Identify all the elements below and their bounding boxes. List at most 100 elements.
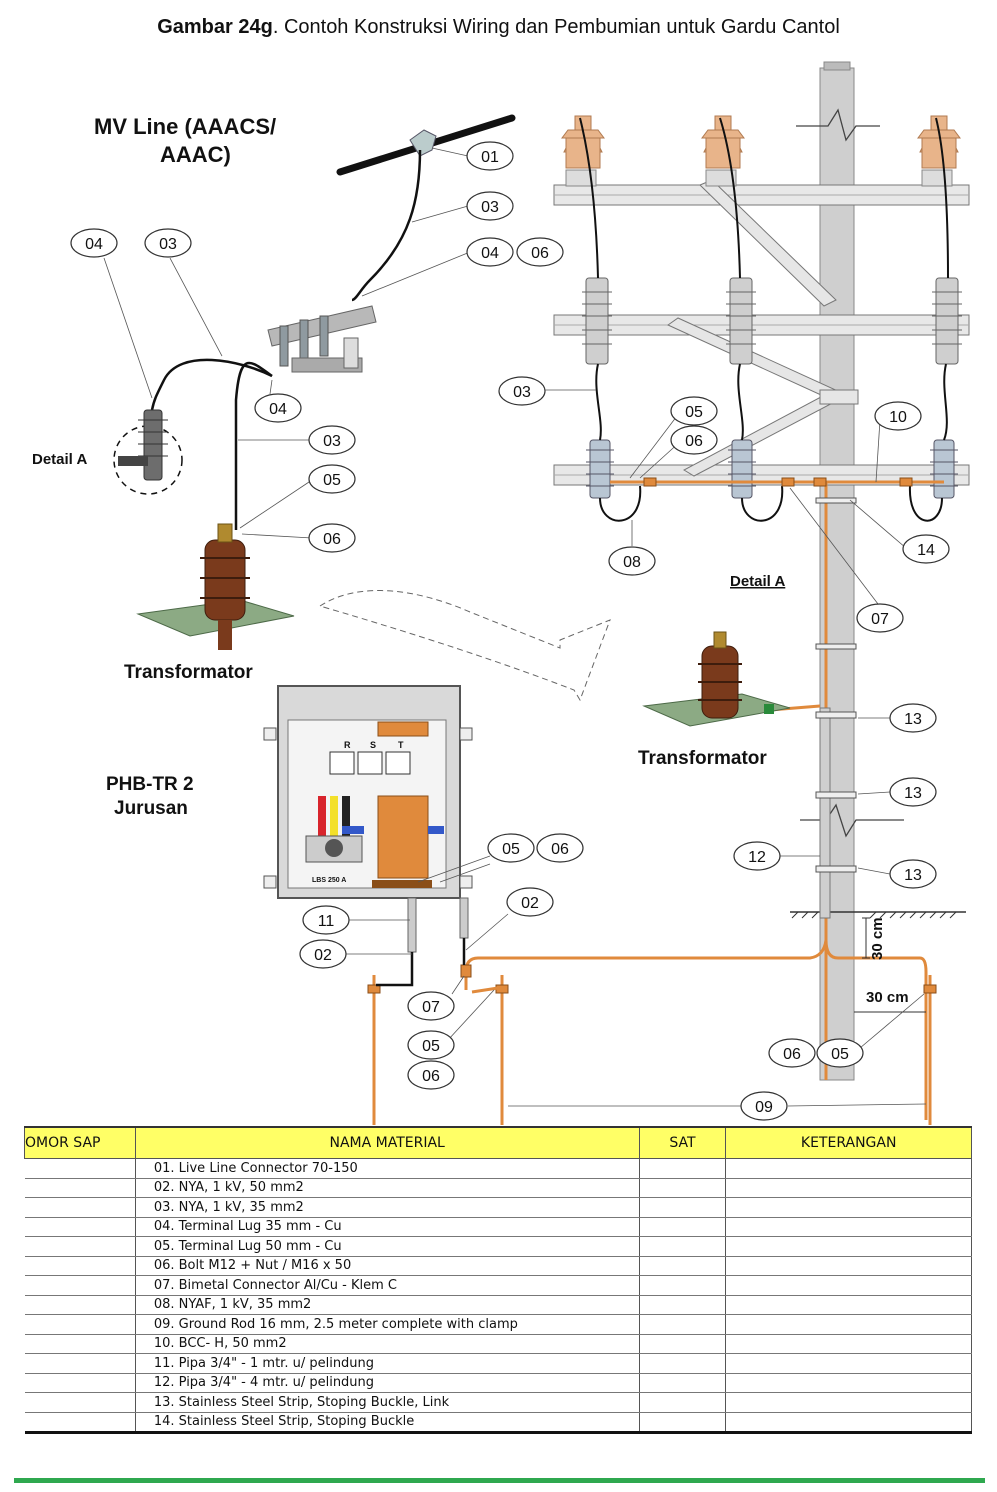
cell-keterangan: [725, 1392, 972, 1413]
callout-number: 06: [685, 433, 703, 450]
crossarm-braces: [666, 179, 859, 477]
cell-sat: [639, 1158, 727, 1179]
col-nama-material: NAMA MATERIAL: [134, 1126, 640, 1159]
cell-nama-material: 04. Terminal Lug 35 mm - Cu: [135, 1217, 640, 1237]
table-row: 02. NYA, 1 kV, 50 mm2: [24, 1178, 972, 1198]
protection-pipe: [815, 497, 857, 919]
phb-label-1: PHB-TR 2: [106, 774, 194, 795]
cell-nomor-sap: [24, 1295, 136, 1315]
callout-number: 11: [318, 913, 335, 930]
callout-c06b: 06: [308, 523, 356, 553]
callout-c05e: 05: [816, 1038, 864, 1068]
post-insulators: [561, 115, 961, 187]
callout-number: 12: [748, 849, 766, 866]
callout-number: 05: [323, 472, 341, 489]
dimension-lines: [854, 917, 926, 1013]
callout-c13a: 13: [889, 703, 937, 733]
callout-number: 07: [422, 999, 440, 1016]
callout-c05c: 05: [487, 833, 535, 863]
cell-nomor-sap: [24, 1197, 136, 1218]
cell-sat: [639, 1236, 727, 1257]
lower-crossarm: [553, 464, 970, 486]
phb-label-2: Jurusan: [114, 798, 188, 819]
cell-keterangan: [725, 1334, 972, 1354]
callout-number: 06: [323, 531, 341, 548]
callout-c06e: 06: [407, 1060, 455, 1090]
cell-nama-material: 09. Ground Rod 16 mm, 2.5 meter complete…: [135, 1314, 640, 1335]
cell-keterangan: [725, 1256, 972, 1276]
mv-conductor: [336, 114, 516, 176]
table-row: 08. NYAF, 1 kV, 35 mm2: [24, 1295, 972, 1315]
callout-c06c: 06: [670, 425, 718, 455]
cell-keterangan: [725, 1353, 972, 1374]
col-keterangan: KETERANGAN: [725, 1126, 972, 1159]
cell-sat: [639, 1314, 727, 1335]
cell-sat: [639, 1217, 727, 1237]
callout-c04a: 04: [466, 237, 514, 267]
figure-caption: . Contoh Konstruksi Wiring dan Pembumian…: [272, 16, 840, 38]
ground-surface: [790, 911, 966, 919]
cell-sat: [639, 1373, 727, 1393]
callout-number: 03: [159, 236, 177, 253]
lbs-label: LBS 250 A: [312, 877, 346, 884]
cell-nomor-sap: [24, 1334, 136, 1354]
panel-down-pipes: [376, 897, 499, 994]
cell-nomor-sap: [24, 1256, 136, 1276]
dimension-vertical: 30 cm: [869, 917, 886, 960]
cell-nomor-sap: [24, 1275, 136, 1296]
table-row: 10. BCC- H, 50 mm2: [24, 1334, 972, 1354]
cell-nomor-sap: [24, 1217, 136, 1237]
transformer-right: [642, 631, 791, 727]
cell-sat: [639, 1334, 727, 1354]
callout-c13c: 13: [889, 859, 937, 889]
callout-number: 02: [521, 895, 539, 912]
cell-nomor-sap: [24, 1178, 136, 1198]
callout-c02b: 02: [299, 939, 347, 969]
cell-keterangan: [725, 1275, 972, 1296]
table-row: 09. Ground Rod 16 mm, 2.5 meter complete…: [24, 1314, 972, 1335]
callout-c06f: 06: [768, 1038, 816, 1068]
cell-sat: [639, 1256, 727, 1276]
cell-sat: [639, 1392, 727, 1413]
cell-keterangan: [725, 1373, 972, 1393]
cell-sat: [639, 1295, 727, 1315]
cell-nama-material: 03. NYA, 1 kV, 35 mm2: [135, 1197, 640, 1218]
callout-c02a: 02: [506, 887, 554, 917]
callout-c07a: 07: [856, 603, 904, 633]
cutout-assembly: [267, 305, 377, 373]
cell-keterangan: [725, 1314, 972, 1335]
cell-nama-material: 10. BCC- H, 50 mm2: [135, 1334, 640, 1354]
cell-nama-material: 14. Stainless Steel Strip, Stoping Buckl…: [135, 1412, 640, 1434]
callout-c08: 08: [608, 546, 656, 576]
callout-number: 05: [685, 404, 703, 421]
mv-line-label-2: AAAC): [160, 142, 231, 167]
callout-number: 07: [871, 611, 889, 628]
callout-c13b: 13: [889, 777, 937, 807]
cell-sat: [639, 1197, 727, 1218]
callout-number: 13: [904, 711, 922, 728]
callout-c12: 12: [733, 841, 781, 871]
table-row: 01. Live Line Connector 70-150: [24, 1158, 972, 1179]
phase-t: T: [398, 740, 404, 750]
cell-sat: [639, 1178, 727, 1198]
callout-number: 06: [531, 245, 549, 262]
cell-nomor-sap: [24, 1392, 136, 1413]
callout-c05d: 05: [407, 1030, 455, 1060]
callout-c06a: 06: [516, 237, 564, 267]
table-row: 03. NYA, 1 kV, 35 mm2: [24, 1197, 972, 1218]
table-row: 06. Bolt M12 + Nut / M16 x 50: [24, 1256, 972, 1276]
cell-sat: [639, 1353, 727, 1374]
transformer-left: [136, 523, 295, 650]
cell-nama-material: 05. Terminal Lug 50 mm - Cu: [135, 1236, 640, 1257]
col-sat: SAT: [638, 1126, 727, 1159]
cell-keterangan: [725, 1236, 972, 1257]
callout-c04b: 04: [70, 228, 118, 258]
cell-sat: [639, 1275, 727, 1296]
table-row: 13. Stainless Steel Strip, Stoping Buckl…: [24, 1392, 972, 1413]
callout-c10: 10: [874, 401, 922, 431]
cell-nama-material: 08. NYAF, 1 kV, 35 mm2: [135, 1295, 640, 1315]
callout-leaders: [103, 147, 927, 1107]
detail-arrow: [319, 590, 611, 702]
callout-number: 06: [422, 1068, 440, 1085]
callout-c07b: 07: [407, 991, 455, 1021]
